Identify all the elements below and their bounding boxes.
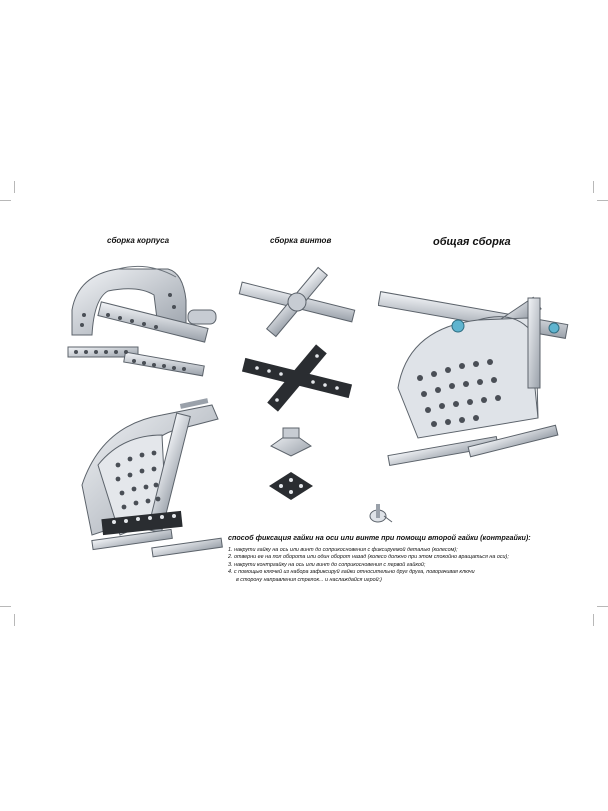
general-assembly-label: общая сборка xyxy=(433,236,511,248)
body-assembly-label: сборка корпуса xyxy=(107,236,170,245)
crop-mark-bottom-left xyxy=(0,606,11,607)
lock-nut-icon xyxy=(369,504,393,523)
crop-mark-bottom-right xyxy=(597,606,608,607)
lock-nut-instructions: способ фиксация гайки на оси или винте п… xyxy=(228,533,558,584)
rotor-parts-illustration xyxy=(238,266,356,500)
rotor-assembly-label: сборка винтов xyxy=(270,236,332,245)
instructions-title: способ фиксация гайки на оси или винте п… xyxy=(228,533,531,542)
frame-assembly-illustration xyxy=(81,398,223,558)
instruction-step: 2. отверни ее на пол оборота или один об… xyxy=(228,554,509,561)
crop-mark-bottom-right-v xyxy=(593,614,594,626)
instruction-step: в сторону направления стрелок... и насла… xyxy=(236,576,382,583)
body-assembly-illustration xyxy=(67,265,217,377)
instruction-step: 3. накрути контргайку на ось или винт до… xyxy=(228,561,426,568)
instruction-step: 1. накрути гайку на ось или винт до сопр… xyxy=(228,547,458,553)
crop-mark-top-left xyxy=(0,200,11,201)
instruction-step: 4. с помощью ключей из набора зафиксируй… xyxy=(228,569,475,576)
crop-mark-top-right xyxy=(597,200,608,201)
general-assembly-illustration xyxy=(378,291,569,467)
crop-mark-top-right-v xyxy=(593,181,594,193)
instructions-steps: 1. накрути гайку на ось или винт до сопр… xyxy=(228,547,558,584)
crop-mark-top-left-v xyxy=(14,181,15,193)
crop-mark-bottom-left-v xyxy=(14,614,15,626)
